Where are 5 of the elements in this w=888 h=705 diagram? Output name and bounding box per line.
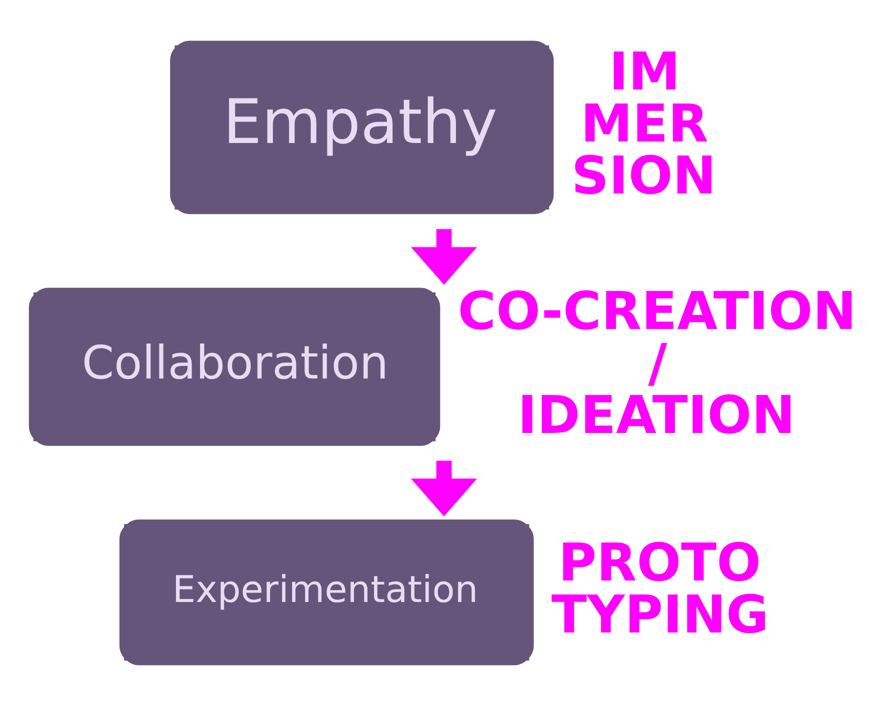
node-label: CO-CREATION / IDEATION xyxy=(458,281,856,446)
arrow xyxy=(410,228,478,284)
arrow xyxy=(410,460,478,516)
node-label: IM MER SION xyxy=(571,42,716,206)
node-label: PROTO TYPING xyxy=(551,532,769,646)
